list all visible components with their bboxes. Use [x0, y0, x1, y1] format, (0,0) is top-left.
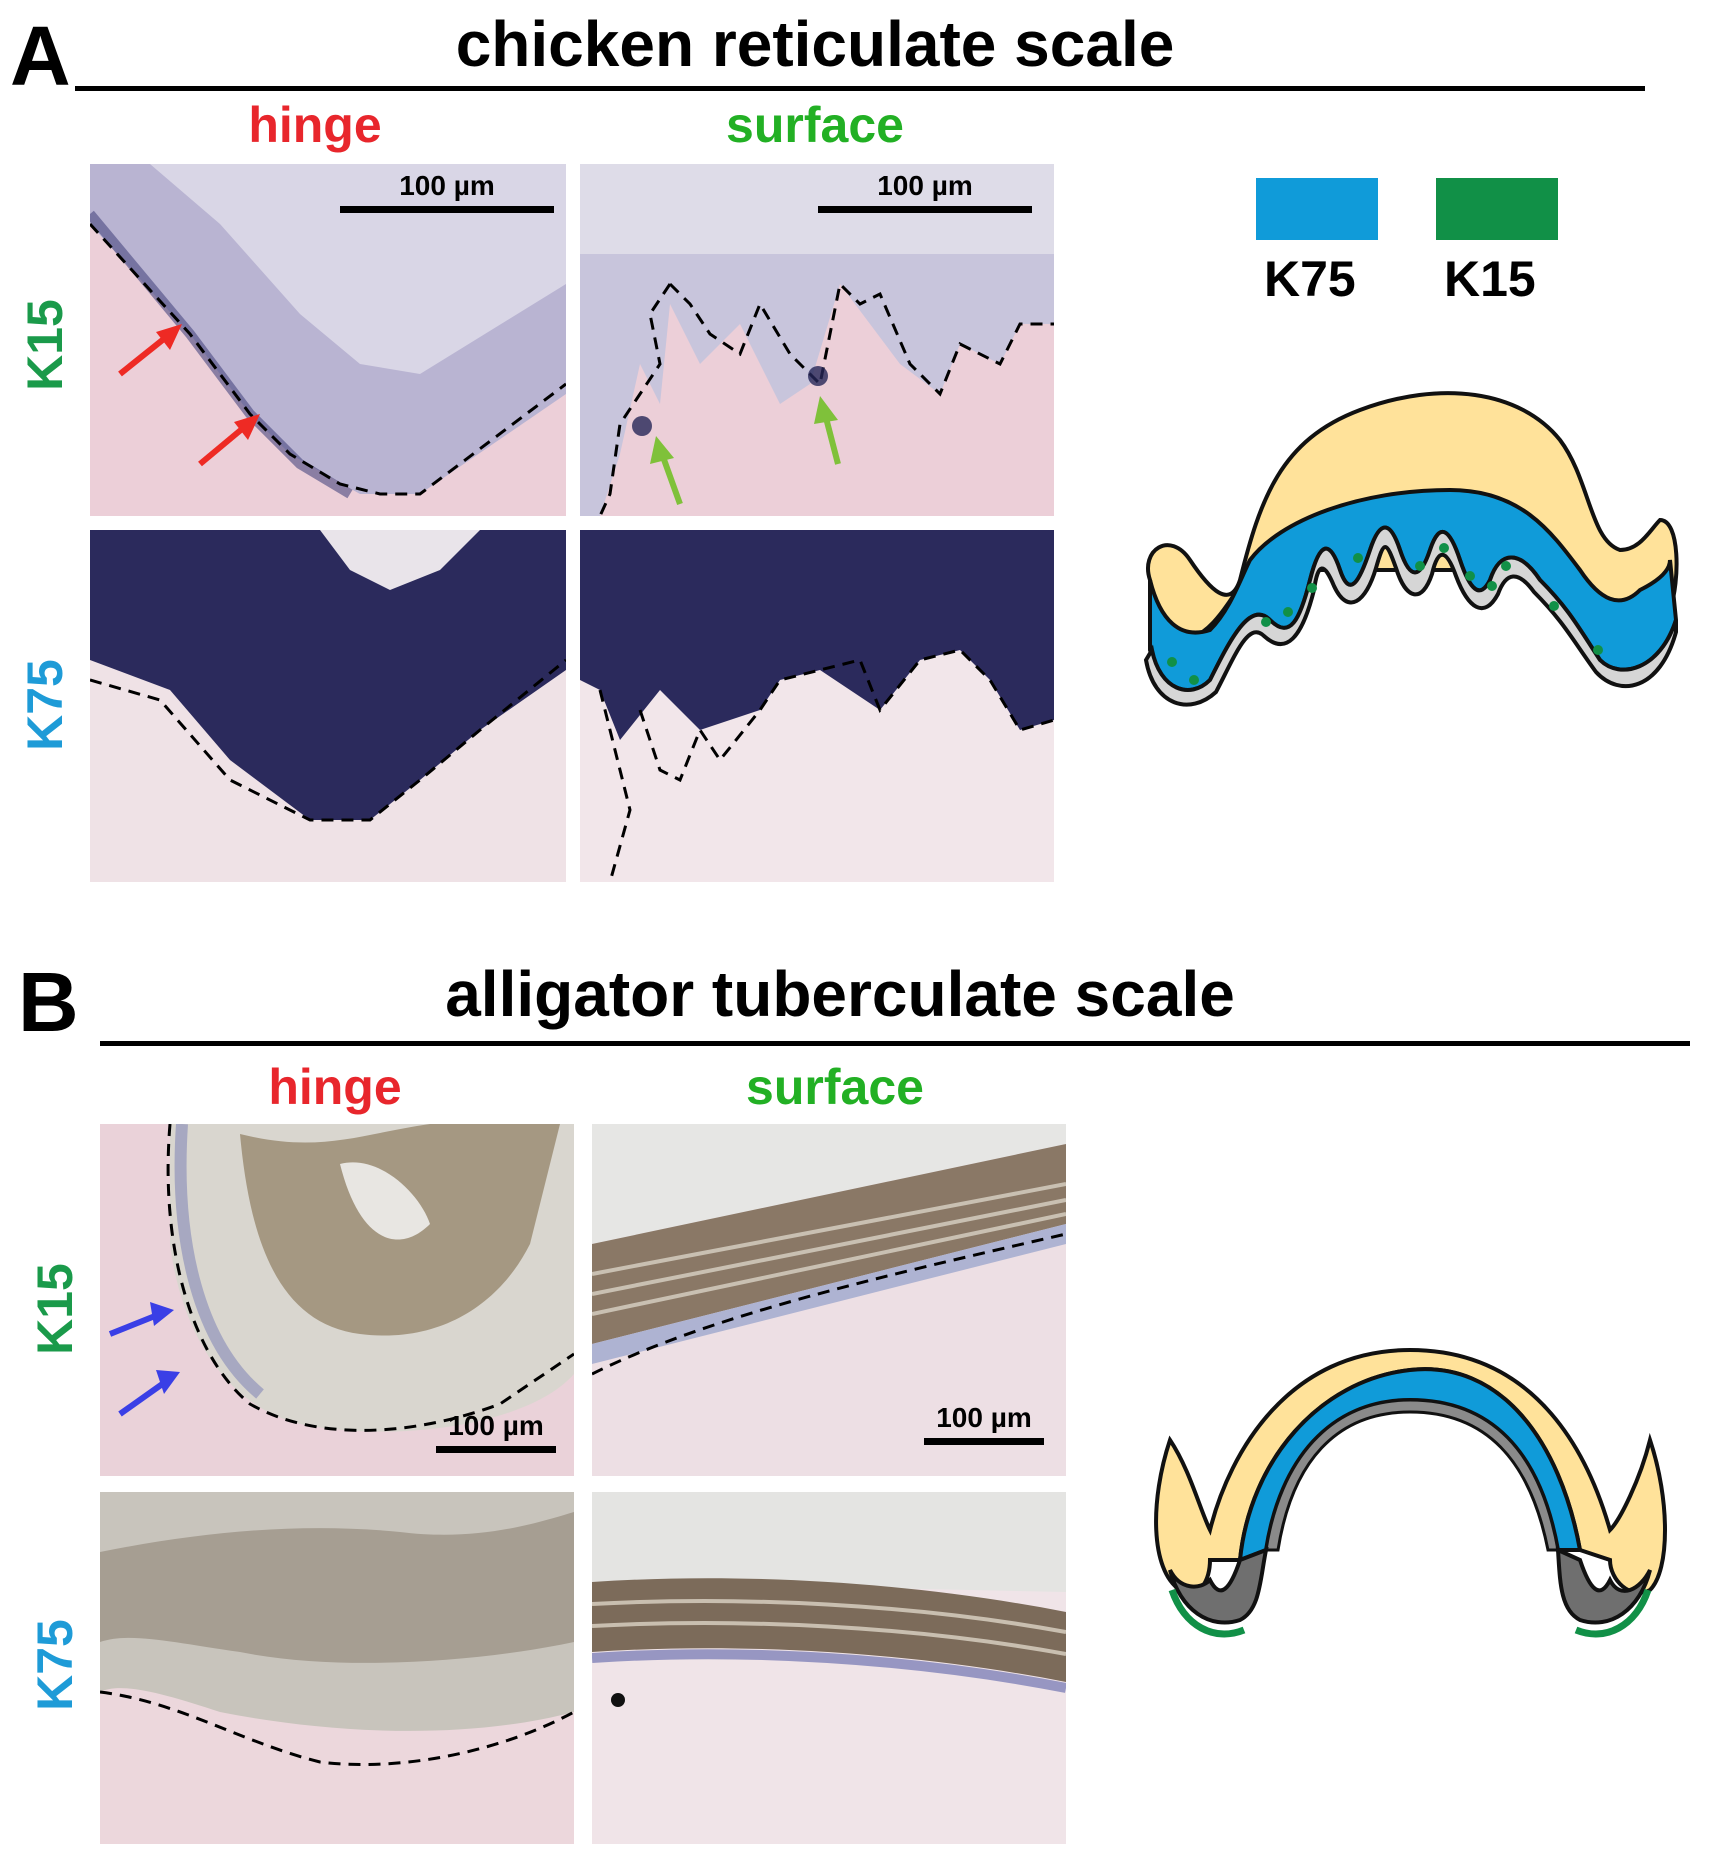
panel-b-letter: B [18, 955, 79, 1049]
panel-a-k75-surface-micrograph[interactable] [580, 530, 1054, 882]
legend-k15-swatch [1436, 178, 1558, 240]
panel-a-letter: A [10, 9, 71, 103]
panel-a-k75-row-label[interactable]: K75 [17, 659, 73, 751]
panel-a-title-rule [75, 86, 1645, 91]
panel-b-surface-scalebar: 100 µm [924, 1404, 1044, 1445]
panel-b-hinge-scalebar: 100 µm [436, 1412, 556, 1453]
panel-b-k15-hinge-micrograph[interactable] [100, 1124, 574, 1476]
green-arrow-icon [659, 452, 683, 506]
panel-a-surface-scalebar: 100 µm [818, 172, 1032, 213]
panel-a-k15-hinge-micrograph[interactable] [90, 164, 566, 516]
panel-a-scale-schematic [1120, 380, 1680, 720]
scalebar-label: 100 µm [448, 1410, 544, 1441]
panel-b-k75-row-label[interactable]: K75 [27, 1619, 83, 1711]
scalebar-label: 100 µm [877, 170, 973, 201]
panel-b-k75-hinge-micrograph[interactable] [100, 1492, 574, 1844]
panel-a-k15-row-label[interactable]: K15 [17, 299, 73, 391]
scalebar-label: 100 µm [936, 1402, 1032, 1433]
legend-k75-label: K75 [1264, 251, 1356, 307]
panel-a-k15-surface-micrograph[interactable] [580, 164, 1054, 516]
panel-a-title: chicken reticulate scale [455, 8, 1175, 80]
panel-a-surface-label[interactable]: surface [726, 97, 904, 153]
panel-b-title: alligator tuberculate scale [445, 958, 1235, 1030]
panel-b-k75-surface-micrograph[interactable] [592, 1492, 1066, 1844]
panel-b-hinge-label[interactable]: hinge [268, 1059, 402, 1115]
blue-arrow-icon [108, 1311, 162, 1337]
panel-b-scale-schematic [1140, 1340, 1680, 1660]
panel-b-k15-row-label[interactable]: K15 [27, 1263, 83, 1355]
legend-k75-swatch [1256, 178, 1378, 240]
panel-b-title-rule [100, 1041, 1690, 1046]
panel-a-hinge-scalebar: 100 µm [340, 172, 554, 213]
panel-b-k15-surface-micrograph[interactable] [592, 1124, 1066, 1476]
panel-a-k75-hinge-micrograph[interactable] [90, 530, 566, 882]
scalebar-label: 100 µm [399, 170, 495, 201]
panel-b-surface-label[interactable]: surface [746, 1059, 924, 1115]
red-arrow-icon [118, 331, 172, 377]
legend-k15-label: K15 [1444, 251, 1536, 307]
panel-a-hinge-label[interactable]: hinge [248, 97, 382, 153]
